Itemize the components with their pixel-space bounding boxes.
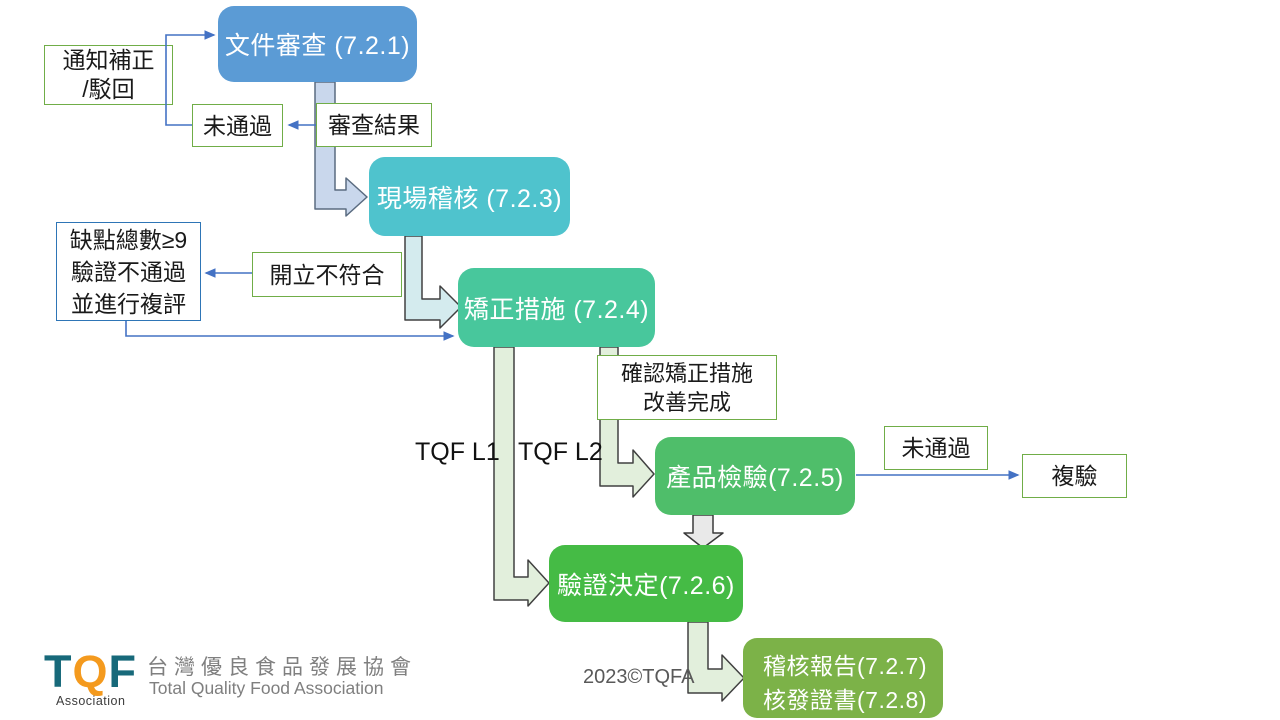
report-line-2: 核發證書(7.2.8) (763, 687, 927, 713)
note-issue-nonconformity: 開立不符合 (252, 252, 402, 297)
arrow-corrective-to-decision-l1 (493, 346, 550, 607)
note-retest: 複驗 (1022, 454, 1127, 498)
tqf-logo-letter-f: F (108, 646, 138, 697)
tqf-logo: TQF (44, 648, 137, 696)
defect-line-3: 並進行複評 (71, 290, 186, 317)
org-name-english: Total Quality Food Association (149, 678, 384, 698)
tqf-logo-association-label: Association (56, 694, 126, 708)
connector-defect-to-corrective (125, 321, 455, 341)
stage-onsite-audit: 現場稽核 (7.2.3) (369, 157, 570, 236)
stage-audit-report-certificate: 稽核報告(7.2.7) 核發證書(7.2.8) (743, 638, 943, 718)
arrow-product-to-decision (683, 514, 724, 549)
defect-line-1: 缺點總數≥9 (69, 226, 188, 253)
org-name-chinese: 台灣優良食品發展協會 (147, 655, 417, 679)
confirm-line-2: 改善完成 (642, 389, 731, 415)
stage-corrective-action: 矯正措施 (7.2.4) (458, 268, 655, 347)
stage-certification-decision: 驗證決定(7.2.6) (549, 545, 743, 622)
note-review-result: 審查結果 (316, 103, 432, 147)
branch-label-tqf-l2: TQF L2 (518, 438, 603, 466)
report-line-1: 稽核報告(7.2.7) (763, 653, 927, 679)
arrow-decision-to-report (687, 621, 745, 702)
notify-line-1: 通知補正 (62, 47, 155, 73)
defect-line-2: 驗證不通過 (71, 258, 186, 285)
note-confirm-corrective-done: 確認矯正措施 改善完成 (597, 355, 777, 420)
tqf-logo-letter-t: T (44, 646, 73, 697)
arrow-site-to-corrective (404, 235, 462, 329)
stage-product-inspection: 產品檢驗(7.2.5) (655, 437, 855, 515)
copyright-text: 2023©TQFA (583, 666, 695, 688)
note-notify-correction-reject: 通知補正 /駁回 (44, 45, 173, 105)
branch-label-tqf-l1: TQF L1 (415, 438, 500, 466)
confirm-line-1: 確認矯正措施 (620, 360, 753, 386)
tqf-logo-letter-q: Q (72, 646, 109, 697)
notify-line-2: /駁回 (82, 76, 135, 102)
stage-document-review: 文件審查 (7.2.1) (218, 6, 417, 82)
note-doc-review-failed: 未通過 (192, 104, 283, 147)
note-product-test-failed: 未通過 (884, 426, 988, 470)
note-defect-threshold: 缺點總數≥9 驗證不通過 並進行複評 (56, 222, 201, 321)
